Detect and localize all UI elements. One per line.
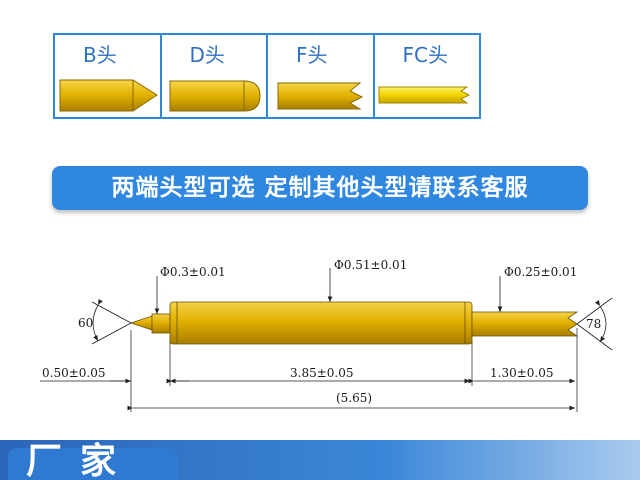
- bottom-section-bar: 厂家: [0, 440, 640, 480]
- diameter-leaders: [154, 268, 503, 314]
- fine-serrated-tip-icon: [378, 86, 470, 104]
- tip-label-fc: FC头: [402, 43, 448, 67]
- length-body-label: 3.85±0.05: [290, 366, 354, 380]
- cone-tip-icon: [59, 79, 158, 112]
- serrated-tip-icon: [277, 82, 364, 110]
- round-tip-icon: [169, 80, 261, 112]
- tip-label-f: F头: [296, 43, 328, 67]
- tip-type-table: B头 D头 F头 FC头: [53, 33, 481, 119]
- length-total-label: (5.65): [336, 391, 372, 405]
- tip-label-b: B头: [83, 43, 117, 67]
- tip-cell-b: B头: [55, 35, 162, 117]
- probe-pin: [129, 301, 579, 345]
- diameter-body-label: Φ0.51±0.01: [334, 258, 407, 272]
- extension-lines: [130, 328, 578, 412]
- bottom-section-title: 厂家: [26, 441, 135, 480]
- tip-cell-f: F头: [268, 35, 375, 117]
- length-dimension-lines: [40, 378, 575, 411]
- angle-left-label: 60: [78, 316, 93, 330]
- probe-dimension-drawing: 60 78 Φ0.3±0.01 Φ0.51±0.01 Φ0.25±0.01 0.…: [40, 258, 613, 412]
- length-plunger-label: 1.30±0.05: [490, 366, 554, 380]
- length-tip-label: 0.50±0.05: [42, 366, 106, 380]
- angle-right-label: 78: [586, 317, 601, 331]
- bottom-section-tab: [8, 448, 178, 480]
- tip-cell-d: D头: [162, 35, 268, 117]
- custom-tip-banner: 两端头型可选 定制其他头型请联系客服: [52, 166, 588, 210]
- tip-label-d: D头: [189, 43, 225, 67]
- angle-arcs: [91, 297, 613, 351]
- diameter-tip-label: Φ0.3±0.01: [160, 265, 226, 279]
- diameter-plunger-label: Φ0.25±0.01: [504, 265, 577, 279]
- tip-cell-fc: FC头: [375, 35, 480, 117]
